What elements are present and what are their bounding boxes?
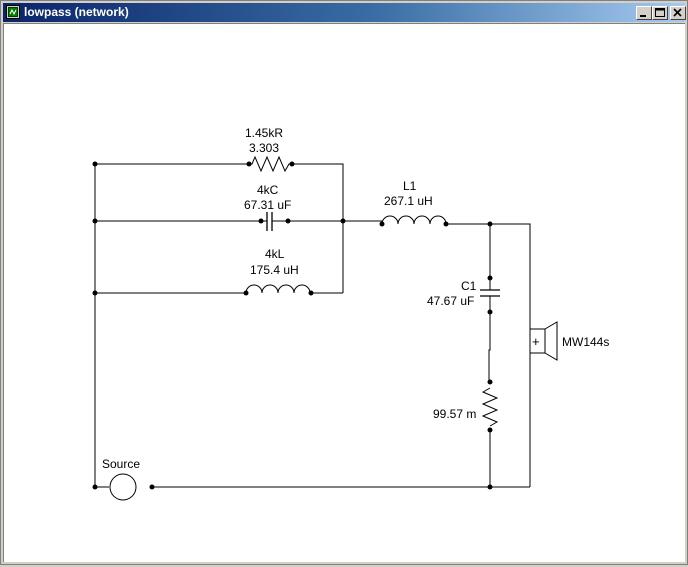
resistor-top-symbol bbox=[249, 155, 292, 173]
resistor-shunt-symbol bbox=[481, 387, 499, 427]
capacitor-c1-name: C1 bbox=[461, 279, 477, 293]
capacitor-c1-symbol bbox=[480, 278, 500, 304]
inductor-l1-symbol bbox=[381, 215, 447, 225]
resistor-top-name: 1.45kR bbox=[245, 126, 283, 140]
minimize-icon bbox=[640, 15, 646, 17]
schematic-canvas[interactable]: 1.45kR 3.303 4kC 67.31 uF 4kL 175.4 uH L… bbox=[3, 23, 685, 562]
source-name: Source bbox=[102, 457, 140, 471]
capacitor-c1-value: 47.67 uF bbox=[427, 294, 474, 308]
schematic-app-icon bbox=[6, 5, 20, 19]
wire-l1-right bbox=[446, 223, 531, 487]
wire-shunt bbox=[488, 224, 491, 487]
maximize-button[interactable] bbox=[652, 6, 668, 20]
speaker-polarity: + bbox=[532, 334, 540, 349]
inductor-bottom-value: 175.4 uH bbox=[250, 263, 299, 277]
capacitor-mid-name: 4kC bbox=[257, 183, 279, 197]
close-button[interactable] bbox=[670, 6, 686, 20]
source-symbol bbox=[109, 473, 137, 501]
connection-nodes bbox=[92, 161, 493, 490]
minimize-button[interactable] bbox=[636, 6, 652, 20]
resistor-shunt-value: 99.57 m bbox=[433, 407, 476, 421]
close-icon bbox=[673, 8, 682, 17]
title-bar[interactable]: lowpass (network) bbox=[3, 3, 686, 22]
capacitor-mid-value: 67.31 uF bbox=[244, 198, 291, 212]
inductor-bottom-symbol bbox=[245, 284, 311, 294]
speaker-symbol bbox=[529, 321, 558, 361]
wire-top-right bbox=[292, 163, 344, 293]
inductor-bottom-name: 4kL bbox=[265, 247, 285, 261]
maximize-icon bbox=[655, 8, 665, 17]
capacitor-mid-symbol bbox=[261, 212, 288, 231]
inductor-l1-name: L1 bbox=[403, 179, 417, 193]
window-title: lowpass (network) bbox=[24, 5, 129, 19]
inductor-l1-value: 267.1 uH bbox=[384, 194, 433, 208]
speaker-name: MW144s bbox=[562, 335, 609, 349]
resistor-top-value: 3.303 bbox=[249, 141, 279, 155]
